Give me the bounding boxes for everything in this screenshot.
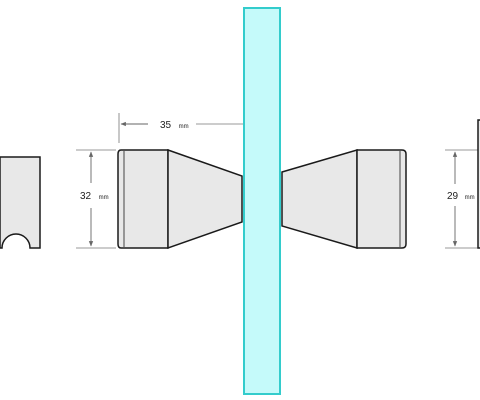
right-standoff xyxy=(281,148,407,250)
length-dimension: 35 mm xyxy=(118,113,244,143)
left-diameter-label: 32 mm xyxy=(80,186,109,203)
glass-panel xyxy=(243,7,281,395)
left-standoff-taper xyxy=(167,148,243,250)
left-diameter-dimension: 32 mm xyxy=(76,149,116,249)
length-unit: mm xyxy=(179,124,189,130)
right-diameter-label: 29 mm xyxy=(447,186,475,203)
right-diameter-unit: mm xyxy=(465,195,475,201)
right-standoff-barrel xyxy=(356,149,407,249)
length-value: 35 xyxy=(160,120,172,131)
left-standoff xyxy=(117,148,243,250)
right-diameter-value: 29 xyxy=(447,191,459,202)
right-diameter-dimension: 29 mm xyxy=(445,149,480,249)
left-diameter-value: 32 xyxy=(80,191,92,202)
left-standoff-barrel xyxy=(117,149,169,249)
right-standoff-taper xyxy=(281,148,358,250)
left-diameter-unit: mm xyxy=(99,195,109,201)
length-label: 35 mm xyxy=(160,115,189,132)
left-side-view xyxy=(0,156,41,249)
left-side-view-outline xyxy=(0,156,41,249)
